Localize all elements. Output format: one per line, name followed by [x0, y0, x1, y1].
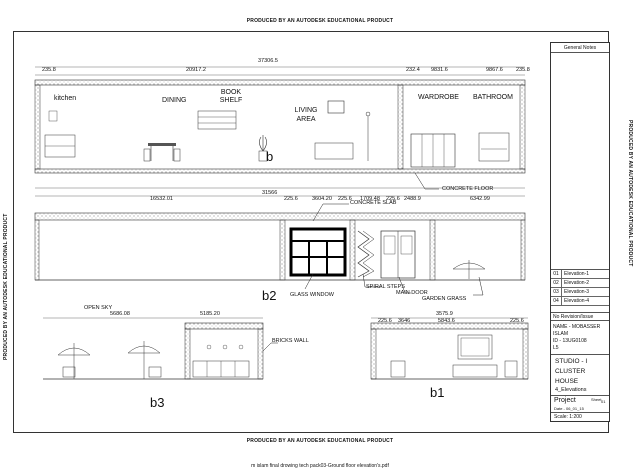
elev-b2-overall-dim: 31566	[262, 190, 278, 196]
elev-b1-dim-4: 5843.6	[438, 318, 455, 324]
elev-b2-dim-4: 225.6	[338, 196, 352, 202]
room-label-dining: DINING	[162, 97, 187, 104]
elev-b-dim-5: 9867.6	[486, 67, 503, 73]
general-notes-heading: General Notes	[551, 43, 609, 53]
elev-b2-dim-2: 225.6	[284, 196, 298, 202]
room-label-book-shelf: BOOK SHELF	[219, 89, 243, 104]
elev-b1-dim-2: 225.6	[378, 318, 392, 324]
watermark-left: PRODUCED BY AN AUTODESK EDUCATIONAL PROD…	[3, 213, 9, 360]
callout-concrete-slab: CONCRETE SLAB	[350, 200, 397, 206]
student-id: ID - 13UG0108	[553, 338, 587, 344]
revision-header: No Revision/Issue	[551, 312, 609, 321]
elevation-b-graphic	[34, 66, 526, 190]
project-label: Project	[554, 397, 576, 404]
studio-label: STUDIO - I	[555, 358, 588, 365]
watermark-right: PRODUCED BY AN AUTODESK EDUCATIONAL PROD…	[627, 120, 633, 267]
elev-b2-dim-1: 16532.01	[150, 196, 173, 202]
elev-b2-dim-8: 6342.99	[470, 196, 490, 202]
callout-garden-grass: GARDEN GRASS	[422, 296, 467, 302]
sheet-info: Project Sheet 01 Date - 06_01_15 Scale: …	[551, 395, 609, 422]
room-label-kitchen: kitchen	[54, 95, 77, 102]
student-info: NAME - MOBASSER ISLAM ID - 13UG0108 L5	[553, 324, 609, 352]
elev-b-overall-dim: 37306.5	[258, 58, 278, 64]
elevation-b-letter: b	[266, 149, 274, 164]
elevation-drawings	[34, 66, 529, 380]
student-level: L5	[553, 345, 559, 351]
room-label-living-area: LIVING AREA	[294, 107, 318, 123]
callout-main-door: MAIN DOOR	[396, 290, 428, 296]
elev-b3-dim-2: 5185.20	[200, 311, 220, 317]
elev-b-dim-4: 9831.6	[431, 67, 448, 73]
sheet-number: 01	[601, 399, 606, 404]
elevation-b1-letter: b1	[430, 385, 445, 400]
elevation-b3-graphic	[43, 317, 278, 380]
elevation-b2-letter: b2	[262, 288, 277, 303]
room-label-wardrobe: WARDROBE	[418, 94, 459, 101]
watermark-bottom: PRODUCED BY AN AUTODESK EDUCATIONAL PROD…	[246, 438, 394, 444]
elevation-b1-graphic	[370, 317, 529, 380]
elev-b-dim-3: 232.4	[406, 67, 420, 73]
elevation-b2-graphic	[34, 187, 526, 296]
room-label-bathroom: BATHROOM	[473, 94, 513, 101]
footer-caption: m islam final drowing tech pack03-Ground…	[251, 463, 389, 469]
watermark-top: PRODUCED BY AN AUTODESK EDUCATIONAL PROD…	[246, 18, 394, 24]
project-info: STUDIO - I CLUSTER HOUSE 4_Elevations	[551, 354, 609, 394]
sheet-label: Sheet	[591, 397, 602, 402]
callout-open-sky: OPEN SKY	[84, 305, 113, 311]
sheet-title: 4_Elevations	[555, 387, 587, 393]
elev-b1-dim-5: 225.6	[510, 318, 524, 324]
date-line: Date - 06_01_15	[554, 406, 584, 411]
elev-b2-dim-5: 1709.48	[360, 196, 380, 202]
scale-line: Scale: 1:200	[551, 412, 609, 422]
elev-b2-dim-6: 225.6	[386, 196, 400, 202]
callout-glass-window: GLASS WINDOW	[290, 292, 335, 298]
callout-spiral-steps: SPIRAL STEPS	[366, 284, 405, 290]
callout-bricks-wall: BRICKS WALL	[272, 338, 309, 344]
elev-b2-dim-3: 3604.20	[312, 196, 332, 202]
elev-b3-dim-1: 5686.08	[110, 311, 130, 317]
elev-b2-dim-7: 2488.9	[404, 196, 421, 202]
elev-b1-dim-1: 3575.9	[436, 311, 453, 317]
callout-concrete-floor: CONCRETE FLOOR	[442, 186, 494, 192]
project-name: CLUSTER HOUSE	[555, 368, 586, 385]
elev-b-dim-6: 235.8	[516, 67, 530, 73]
elevation-b3-letter: b3	[150, 395, 165, 410]
elev-b-dim-1: 235.8	[42, 67, 56, 73]
elev-b1-dim-3: 3646	[398, 318, 411, 324]
student-name: NAME - MOBASSER ISLAM	[553, 324, 601, 337]
elev-b-dim-2: 20917.2	[186, 67, 206, 73]
